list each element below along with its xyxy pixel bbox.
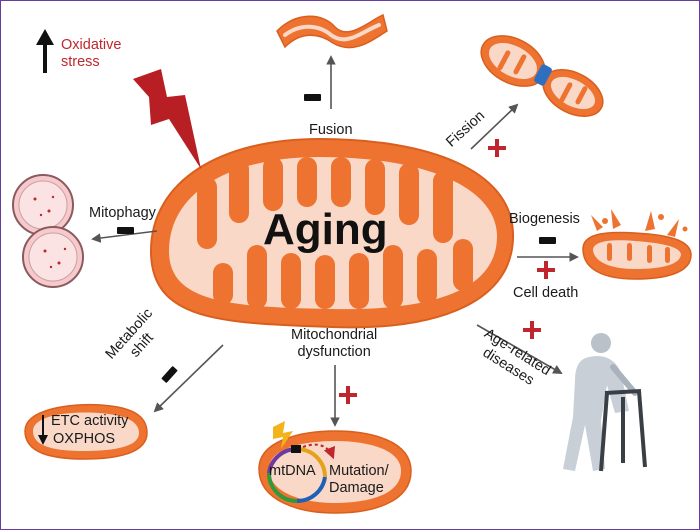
dividing-mitochondrion xyxy=(480,35,604,117)
etc-mitochondrion xyxy=(24,403,148,460)
mtdna-mitochondrion xyxy=(258,421,412,514)
central-mitochondrion xyxy=(149,137,515,329)
etc-activity-label: ETC activity xyxy=(51,413,129,429)
oxidative-stress-label: Oxidative stress xyxy=(61,37,122,70)
fused-mitochondrion xyxy=(276,13,388,49)
oxphos-label: OXPHOS xyxy=(53,431,116,447)
etc-down-arrow-icon xyxy=(38,415,48,445)
bursting-mitochondrion xyxy=(582,209,692,280)
lightning-bolt-icon xyxy=(133,69,201,169)
biogenesis-minus-icon xyxy=(539,237,556,244)
fission-plus-icon xyxy=(488,139,506,157)
dysfunction-plus-icon xyxy=(339,386,357,404)
age-diseases-arrow xyxy=(476,324,563,374)
mitophagy-arrow xyxy=(91,230,158,243)
damage-bolt-icon xyxy=(273,421,293,449)
mitophagy-lysosomes xyxy=(12,174,84,288)
center-title-aging: Aging xyxy=(263,205,388,254)
mitochondrial-dysfunction-label: Mitochondrial dysfunction xyxy=(291,327,378,360)
cell-death-plus-icon xyxy=(537,261,555,279)
metabolic-shift-arrow xyxy=(153,344,224,413)
fission-arrow xyxy=(470,103,519,150)
cell-death-label: Cell death xyxy=(513,285,579,301)
mitophagy-label: Mitophagy xyxy=(89,205,156,221)
elderly-walker-figure xyxy=(563,333,647,472)
mtdna-label: mtDNA xyxy=(269,463,316,479)
fusion-label: Fusion xyxy=(309,122,353,138)
age-diseases-plus-icon xyxy=(523,321,541,339)
oxidative-stress-arrow-icon xyxy=(36,29,54,73)
fusion-minus-icon xyxy=(304,94,321,101)
mutation-damage-label: Mutation/ Damage xyxy=(329,463,389,496)
mitophagy-minus-icon xyxy=(117,227,134,234)
biogenesis-label: Biogenesis xyxy=(509,211,580,227)
